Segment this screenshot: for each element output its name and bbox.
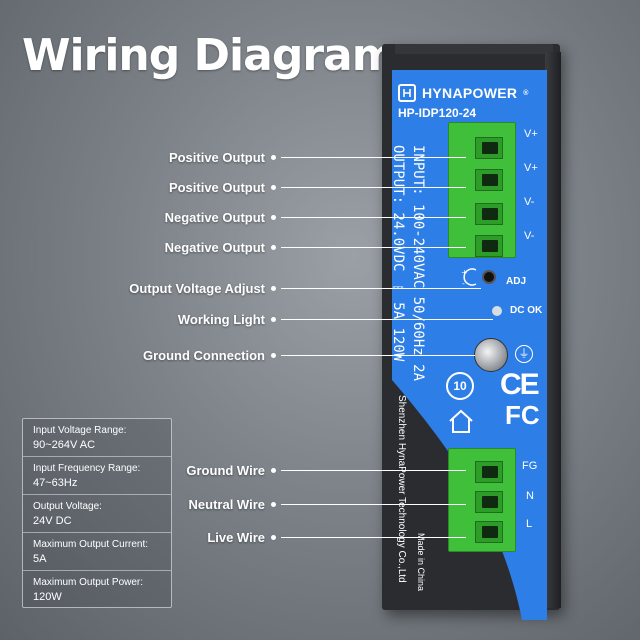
spec-value: 47~63Hz [33,476,78,489]
fcc-mark-icon: FC [505,400,540,430]
pin-label: V+ [524,162,538,174]
callout-dot [271,245,276,250]
terminal-screw [475,137,503,159]
ground-symbol-icon: ⏚ [515,345,533,363]
leader-line [281,355,475,356]
callout-positive-output-2: Positive Output [169,180,276,195]
callout-dot [271,286,276,291]
callout-live-wire: Live Wire [207,530,276,545]
callout-dot [271,155,276,160]
callout-dot [271,353,276,358]
brand-logo: HYNAPOWER ® [398,84,529,102]
callout-label: Working Light [177,312,265,327]
terminal-screw [475,521,503,543]
leader-line [281,288,481,289]
callout-label: Positive Output [168,150,265,165]
ce-mark-icon: CE [500,368,540,401]
pin-label: V- [524,230,535,242]
output-rating: OUTPUT: 24.0VDC ⎓ 5A 120W [390,145,406,362]
adj-label: ADJ [506,276,527,287]
spec-value: 5A [33,552,47,565]
callout-ground-wire: Ground Wire [186,463,276,478]
dc-ok-label: DC OK [510,305,543,316]
spec-row: Maximum Output Power: 120W [23,571,171,609]
spec-label: Maximum Output Power: [33,577,144,588]
spec-row: Input Voltage Range: 90~264V AC [23,419,171,457]
spec-value: 90~264V AC [33,438,96,451]
callout-dot [271,185,276,190]
adjust-arrow-icon: + - [461,268,477,288]
leader-line [281,504,466,505]
spec-label: Output Voltage: [33,500,102,512]
dc-ok-led [492,306,502,316]
pin-label: V+ [524,128,538,140]
callout-label: Positive Output [168,180,265,195]
callout-positive-output-1: Positive Output [169,150,276,165]
spec-value: 120W [33,591,62,603]
callout-neutral-wire: Neutral Wire [189,497,276,512]
terminal-screw [475,169,503,191]
leader-line [281,217,466,218]
callout-dot [271,535,276,540]
callout-dot [271,317,276,322]
pin-label: V- [524,196,535,208]
input-terminal-block [448,448,516,552]
terminal-screw [475,461,503,483]
svg-text:-: - [462,279,465,288]
callout-label: Negative Output [164,240,265,255]
spec-label: Maximum Output Current: [33,538,149,550]
callout-negative-output-2: Negative Output [165,240,276,255]
terminal-screw [475,203,503,225]
device-side-edge [545,52,561,608]
manufacturer-name: Shenzhen HynaPower Technology Co.,Ltd [396,395,407,583]
brand-registered-mark: ® [523,89,529,97]
spec-row: Input Frequency Range: 47~63Hz [23,457,171,495]
ground-screw [474,338,508,372]
pin-label: L [526,518,533,530]
callout-label: Neutral Wire [188,497,265,512]
brand-logo-icon [398,84,416,102]
pin-label: FG [522,460,538,472]
callout-label: Ground Connection [142,348,265,363]
output-terminal-block [448,122,516,258]
callout-dot [271,215,276,220]
input-rating: INPUT: 100-240VAC 50/60Hz 2A [410,145,426,382]
callout-voltage-adjust: Output Voltage Adjust [129,281,276,296]
callout-label: Ground Wire [186,463,265,478]
terminal-screw [475,491,503,513]
brand-name: HYNAPOWER [422,85,518,101]
pin-label: N [526,490,534,502]
page-title: Wiring Diagram [22,30,398,81]
callout-label: Negative Output [164,210,265,225]
device-top-edge [395,44,553,54]
leader-line [281,157,466,158]
indoor-use-house-icon [449,409,473,433]
spec-label: Input Voltage Range: [33,424,127,436]
callout-dot [271,468,276,473]
callout-working-light: Working Light [178,312,276,327]
spec-value: 24V DC [33,514,72,527]
callout-negative-output-1: Negative Output [165,210,276,225]
svg-text:+: + [461,268,468,277]
leader-line [281,470,466,471]
leader-line [281,319,493,320]
spec-label: Input Frequency Range: [33,462,141,474]
cert-10-icon: 10 [446,372,474,400]
callout-dot [271,502,276,507]
made-in-label: Made in China [416,533,426,592]
callout-label: Output Voltage Adjust [129,281,265,296]
terminal-screw [475,235,503,257]
model-number: HP-IDP120-24 [398,106,477,120]
leader-line [281,187,466,188]
spec-row: Maximum Output Current: 5A [23,533,171,571]
spec-row: Output Voltage: 24V DC [23,495,171,533]
spec-table: Input Voltage Range: 90~264V AC Input Fr… [22,418,172,608]
leader-line [281,247,466,248]
callout-label: Live Wire [207,530,265,545]
leader-line [281,537,466,538]
voltage-adjust-knob[interactable] [482,270,496,284]
callout-ground-connection: Ground Connection [143,348,276,363]
